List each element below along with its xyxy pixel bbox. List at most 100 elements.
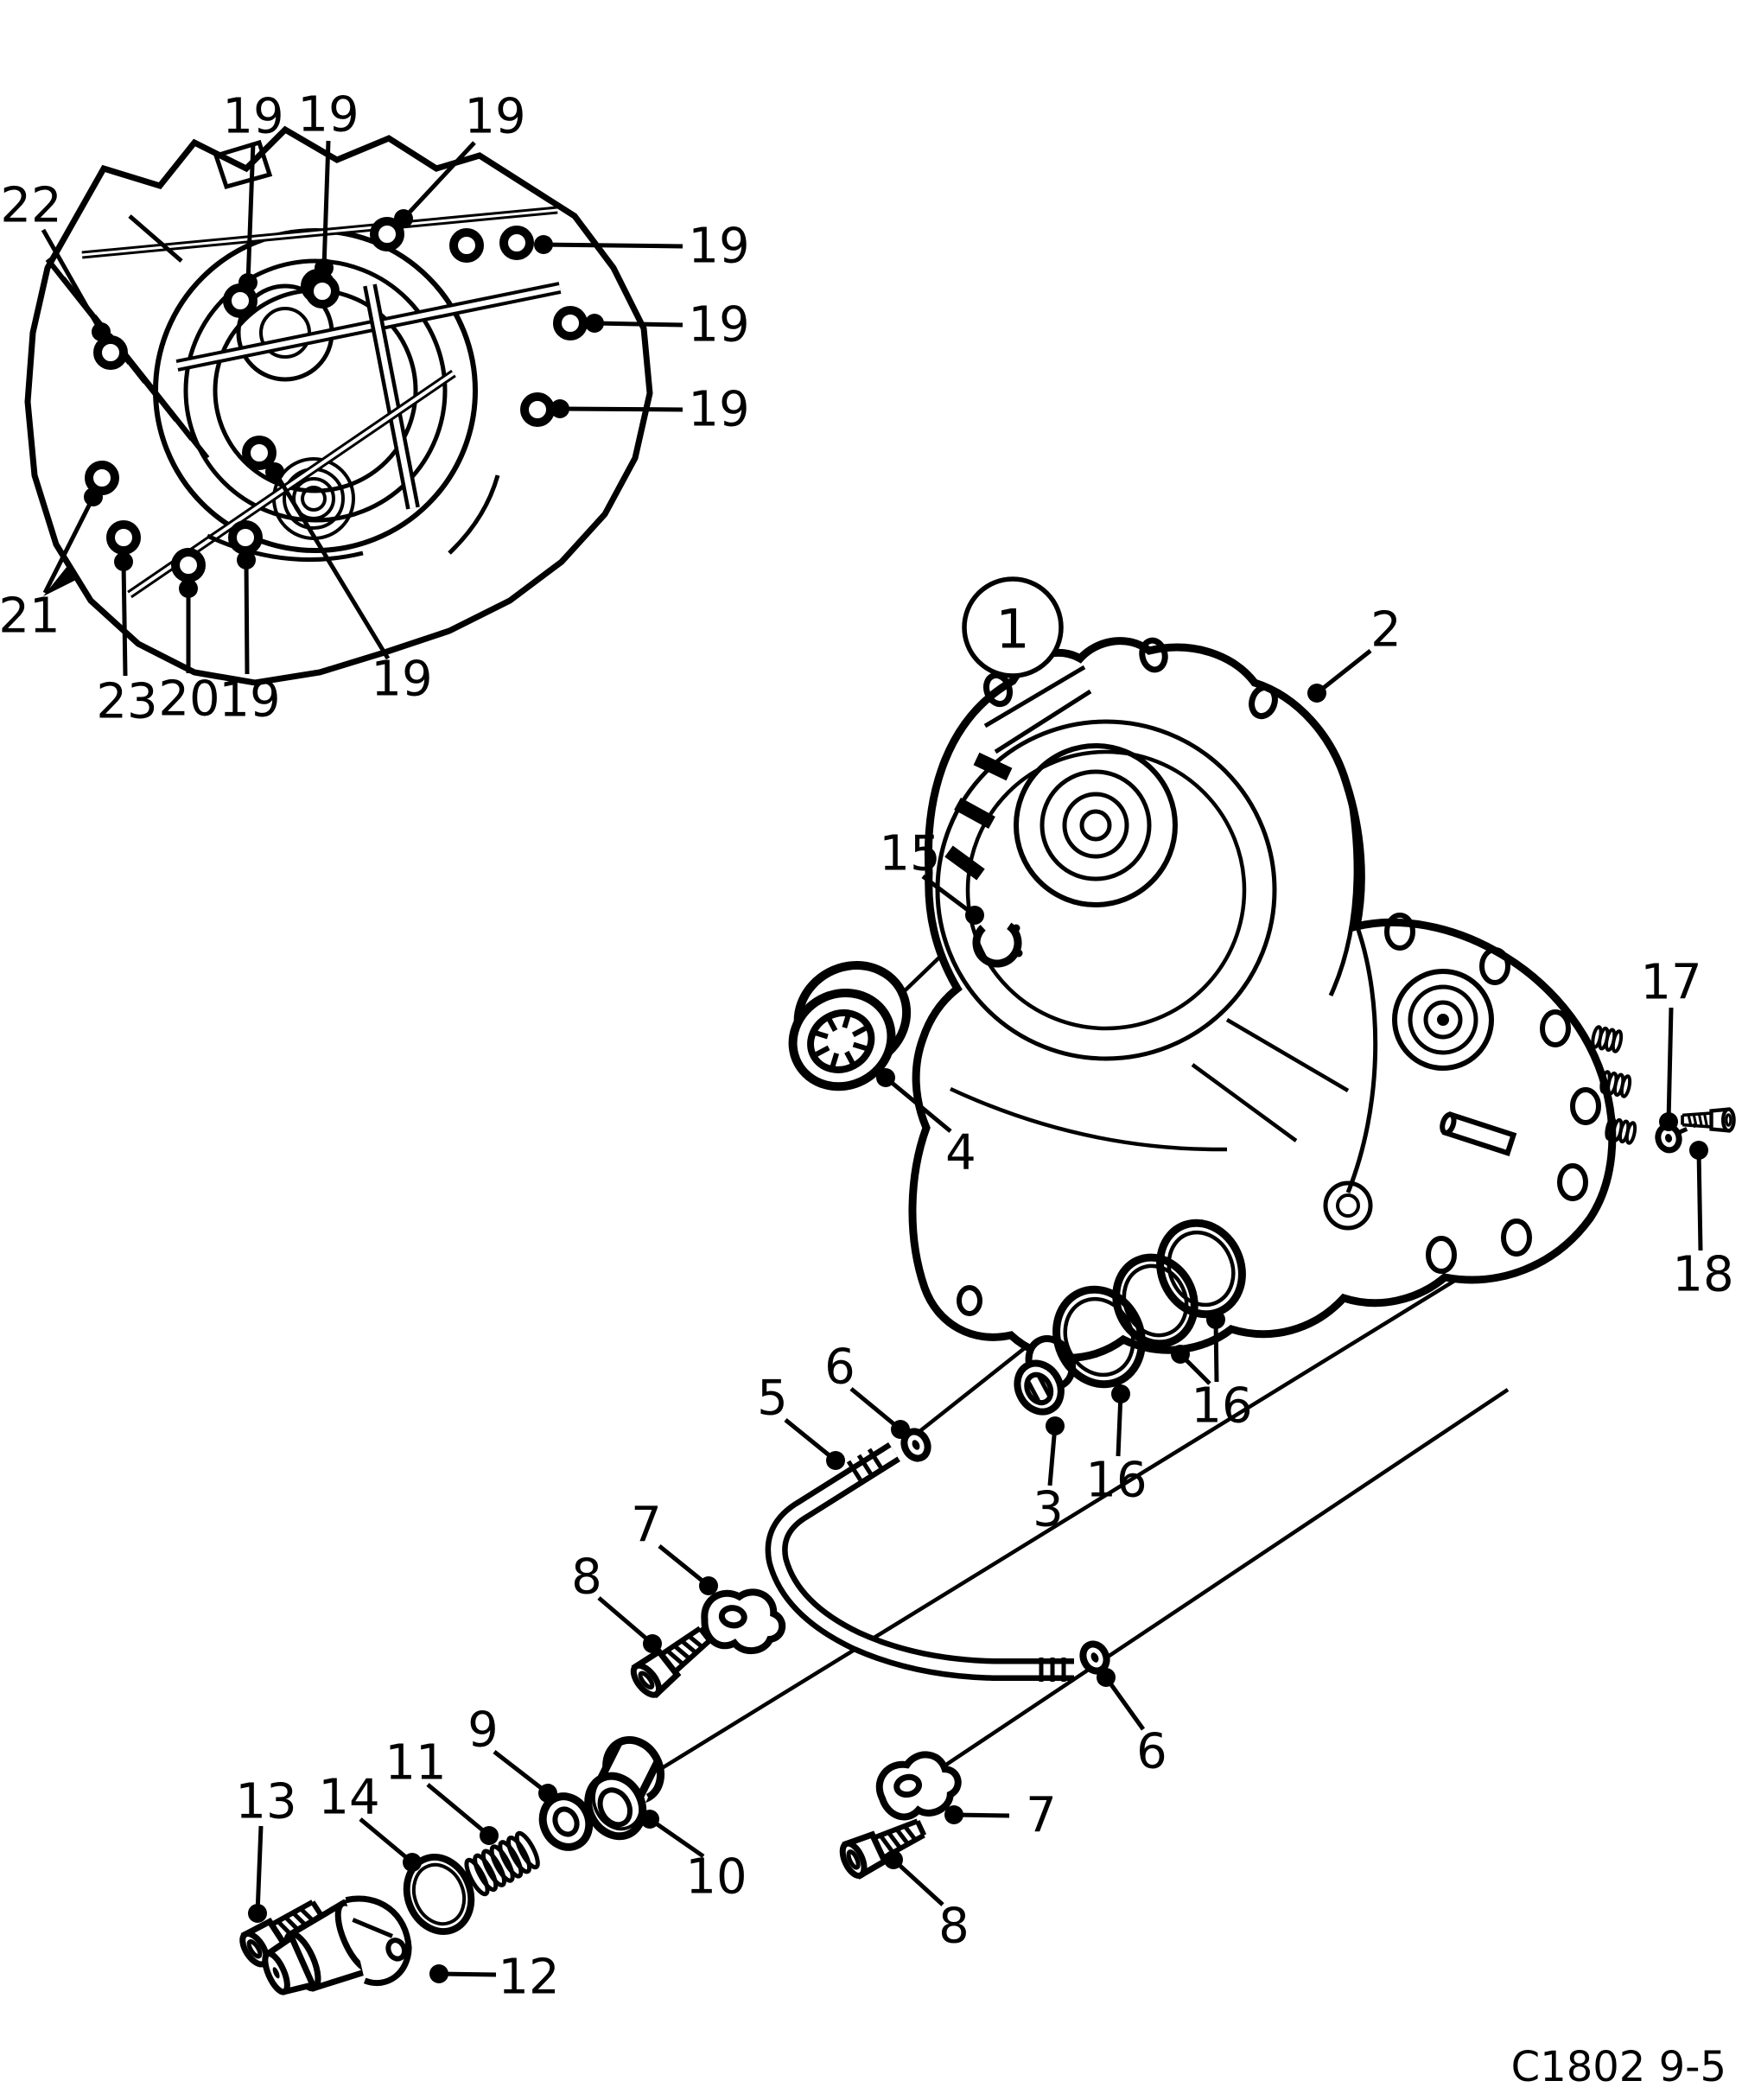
callout-label: 19 bbox=[371, 652, 432, 708]
leader-dot bbox=[480, 1826, 499, 1845]
callout-label: 11 bbox=[385, 1735, 446, 1791]
callout-8: 8 bbox=[571, 1550, 662, 1653]
washer-part9 bbox=[538, 1792, 594, 1851]
clamp-part7-left bbox=[701, 1586, 787, 1655]
leader-line bbox=[784, 1418, 837, 1462]
callout-13: 13 bbox=[235, 1774, 297, 1923]
callout-20: 20 bbox=[158, 579, 220, 728]
bolt-hole-ring bbox=[242, 436, 277, 470]
callout-label: 7 bbox=[631, 1498, 662, 1554]
callout-label: 13 bbox=[235, 1774, 296, 1830]
leader-dot bbox=[1046, 1416, 1065, 1435]
callout-label: 19 bbox=[222, 89, 283, 145]
leader-line bbox=[359, 1817, 414, 1864]
oil-pipe-part5 bbox=[765, 1441, 1074, 1682]
leader-dot bbox=[826, 1451, 845, 1470]
leader-arrowhead bbox=[43, 566, 78, 596]
callout-label: 7 bbox=[1026, 1788, 1057, 1844]
callout-label: 16 bbox=[1191, 1378, 1252, 1435]
leader-line bbox=[121, 561, 128, 677]
callout-15: 15 bbox=[879, 826, 984, 925]
leader-line bbox=[1213, 1319, 1219, 1383]
callout-19: 19 bbox=[585, 297, 750, 353]
callout-4: 4 bbox=[876, 1068, 976, 1181]
callout-label: 20 bbox=[158, 671, 219, 728]
bolt-hole-ring bbox=[171, 548, 206, 582]
leader-line bbox=[921, 875, 976, 917]
callout-6: 6 bbox=[824, 1340, 910, 1439]
callout-7: 7 bbox=[944, 1788, 1057, 1844]
leader-dot bbox=[550, 399, 569, 418]
callout-19: 19 bbox=[534, 219, 750, 275]
leader-line bbox=[245, 142, 256, 283]
bolt-hole-ring bbox=[370, 217, 404, 251]
callout-label: 10 bbox=[685, 1849, 747, 1906]
leader-dot bbox=[1206, 1310, 1225, 1329]
spring-part11 bbox=[462, 1830, 541, 1896]
callout-6: 6 bbox=[1097, 1668, 1167, 1780]
leader-dot bbox=[585, 314, 604, 333]
leader-line bbox=[244, 559, 250, 675]
bolt-hole-ring bbox=[305, 274, 340, 309]
leader-line bbox=[1696, 1149, 1703, 1251]
needle-bearing-part4 bbox=[788, 961, 912, 1091]
callout-2: 2 bbox=[1307, 602, 1402, 703]
bolt-hole-ring bbox=[553, 306, 588, 340]
solenoid-valve-part12 bbox=[262, 1895, 412, 1995]
bolt-hole-ring bbox=[449, 228, 484, 263]
callout-19: 19 bbox=[550, 382, 750, 438]
callout-9: 9 bbox=[467, 1702, 557, 1803]
leader-line bbox=[41, 228, 104, 334]
leader-dot bbox=[248, 1904, 267, 1923]
callout-label: 18 bbox=[1672, 1247, 1733, 1303]
callout-label: 17 bbox=[1640, 955, 1701, 1011]
callout-label: 6 bbox=[1136, 1724, 1167, 1780]
seal-rings-part16 bbox=[1052, 1219, 1246, 1389]
callout-18: 18 bbox=[1672, 1141, 1734, 1303]
bolt-hole-ring bbox=[520, 392, 555, 427]
callout-3: 3 bbox=[1033, 1416, 1065, 1538]
callout-19: 19 bbox=[394, 89, 526, 228]
leader-line bbox=[1116, 1393, 1123, 1457]
leader-dot bbox=[944, 1805, 963, 1824]
callout-19: 19 bbox=[222, 89, 284, 292]
leader-line bbox=[884, 1076, 952, 1133]
leader-line bbox=[42, 495, 96, 595]
leader-dot bbox=[534, 235, 553, 254]
callout-label: 19 bbox=[688, 297, 749, 353]
sleeve-part3 bbox=[1014, 1335, 1076, 1416]
bolt-hole-ring bbox=[93, 335, 128, 370]
leader-line bbox=[658, 1544, 710, 1588]
callout-label: 23 bbox=[96, 674, 157, 730]
leader-line bbox=[594, 321, 683, 328]
leader-line bbox=[849, 1387, 902, 1431]
leader-line bbox=[1315, 649, 1372, 695]
bolt-hole-ring bbox=[499, 226, 534, 260]
callout-label: 12 bbox=[498, 1950, 559, 2006]
callout-label: 2 bbox=[1370, 602, 1402, 659]
callout-label: 19 bbox=[688, 219, 749, 275]
leader-dot bbox=[92, 322, 111, 341]
callout-label: 16 bbox=[1085, 1453, 1147, 1509]
leader-line bbox=[272, 470, 391, 660]
leader-dot bbox=[891, 1420, 910, 1439]
leader-line bbox=[438, 1971, 497, 1977]
callout-label: 14 bbox=[318, 1770, 379, 1826]
callout-22: 22 bbox=[0, 178, 111, 341]
callout-label: 5 bbox=[757, 1371, 788, 1427]
callout-21: 21 bbox=[0, 487, 103, 645]
leader-dot bbox=[237, 550, 256, 570]
leader-dot bbox=[1659, 1112, 1678, 1131]
leader-dot bbox=[699, 1576, 718, 1595]
leader-line bbox=[597, 1596, 654, 1645]
leader-line bbox=[543, 242, 683, 249]
gearbox-case-drawing bbox=[24, 125, 653, 686]
leader-dot bbox=[179, 579, 198, 598]
callout-label: 15 bbox=[879, 826, 940, 882]
callout-label: 9 bbox=[467, 1702, 499, 1759]
bolt-hole-rings bbox=[85, 217, 588, 582]
callout-label: 19 bbox=[688, 382, 749, 438]
leader-dot bbox=[643, 1634, 662, 1653]
leader-dot bbox=[1307, 684, 1326, 703]
leader-line bbox=[493, 1750, 550, 1795]
